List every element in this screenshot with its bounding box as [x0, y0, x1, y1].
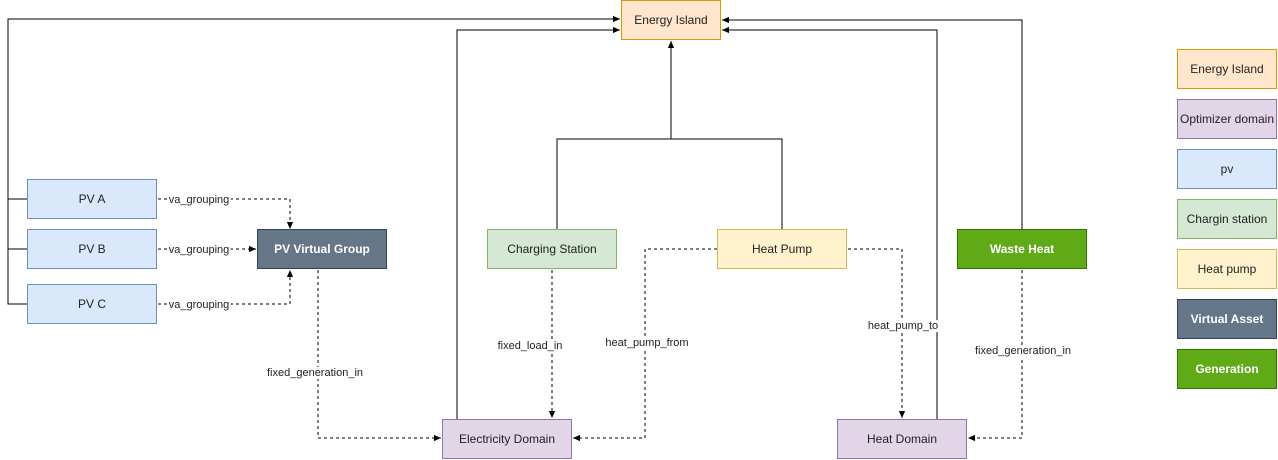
node-label: PV A: [78, 192, 106, 206]
edge-pv-c-branch: [7, 199, 27, 305]
node-label: Heat Pump: [751, 242, 813, 256]
legend-generation: Generation: [1177, 349, 1277, 389]
legend-label: Generation: [1195, 362, 1259, 376]
edge-fixed-generation-in-pv: [317, 270, 441, 442]
edge-charging-to-energy-island: [556, 41, 675, 229]
node-label: PV B: [78, 242, 106, 256]
edge-label-va-grouping-c: va_grouping: [167, 299, 231, 311]
edge-label-fixed-generation-in-pv: fixed_generation_in: [265, 367, 365, 379]
edge-waste-heat-to-energy-island: [722, 16, 1023, 229]
legend-optimizer-domain: Optimizer domain: [1177, 99, 1277, 139]
legend-label: pv: [1220, 162, 1234, 176]
node-label: PV Virtual Group: [274, 242, 370, 256]
node-label: Waste Heat: [989, 242, 1055, 256]
node-pv-c[interactable]: PV C: [27, 284, 157, 324]
edge-label-fixed-load-in: fixed_load_in: [496, 340, 564, 352]
legend-virtual-asset: Virtual Asset: [1177, 299, 1277, 339]
edge-heat-domain-to-energy-island: [722, 26, 938, 419]
edge-label-va-grouping-b: va_grouping: [167, 244, 231, 256]
edge-label-heat-pump-to: heat_pump_to: [866, 320, 940, 332]
legend-label: Energy Island: [1190, 62, 1264, 76]
node-label: Charging Station: [507, 242, 597, 256]
node-label: PV C: [77, 297, 106, 311]
node-electricity-domain[interactable]: Electricity Domain: [442, 419, 572, 459]
edge-heatpump-to-energy-island: [671, 138, 783, 229]
node-pv-virtual-group[interactable]: PV Virtual Group: [257, 229, 387, 269]
node-heat-domain[interactable]: Heat Domain: [837, 419, 967, 459]
edge-fixed-generation-in-waste: [968, 270, 1023, 442]
edge-heat-pump-from: [573, 248, 717, 442]
edge-label-va-grouping-a: va_grouping: [167, 194, 231, 206]
legend-pv: pv: [1177, 149, 1277, 189]
node-heat-pump[interactable]: Heat Pump: [717, 229, 847, 269]
node-pv-b[interactable]: PV B: [27, 229, 157, 269]
node-waste-heat[interactable]: Waste Heat: [957, 229, 1087, 269]
legend-heat-pump: Heat pump: [1177, 249, 1277, 289]
edge-label-fixed-generation-in-waste: fixed_generation_in: [973, 345, 1073, 357]
node-pv-a[interactable]: PV A: [27, 179, 157, 219]
legend-label: Virtual Asset: [1190, 312, 1264, 326]
node-label: Heat Domain: [866, 432, 938, 446]
edge-pv-to-energy-island: [7, 15, 620, 200]
node-charging-station[interactable]: Charging Station: [487, 229, 617, 269]
edge-electricity-to-energy-island: [456, 26, 620, 419]
edge-heat-pump-to: [848, 248, 906, 418]
legend-charging-station: Chargin station: [1177, 199, 1277, 239]
legend-label: Chargin station: [1186, 212, 1268, 226]
legend-energy-island: Energy Island: [1177, 49, 1277, 89]
legend-label: Heat pump: [1197, 262, 1257, 276]
legend-label: Optimizer domain: [1179, 112, 1275, 126]
node-label: Electricity Domain: [458, 432, 556, 446]
node-energy-island[interactable]: Energy Island: [621, 0, 721, 40]
edge-label-heat-pump-from: heat_pump_from: [604, 337, 690, 349]
node-label: Energy Island: [634, 13, 708, 27]
